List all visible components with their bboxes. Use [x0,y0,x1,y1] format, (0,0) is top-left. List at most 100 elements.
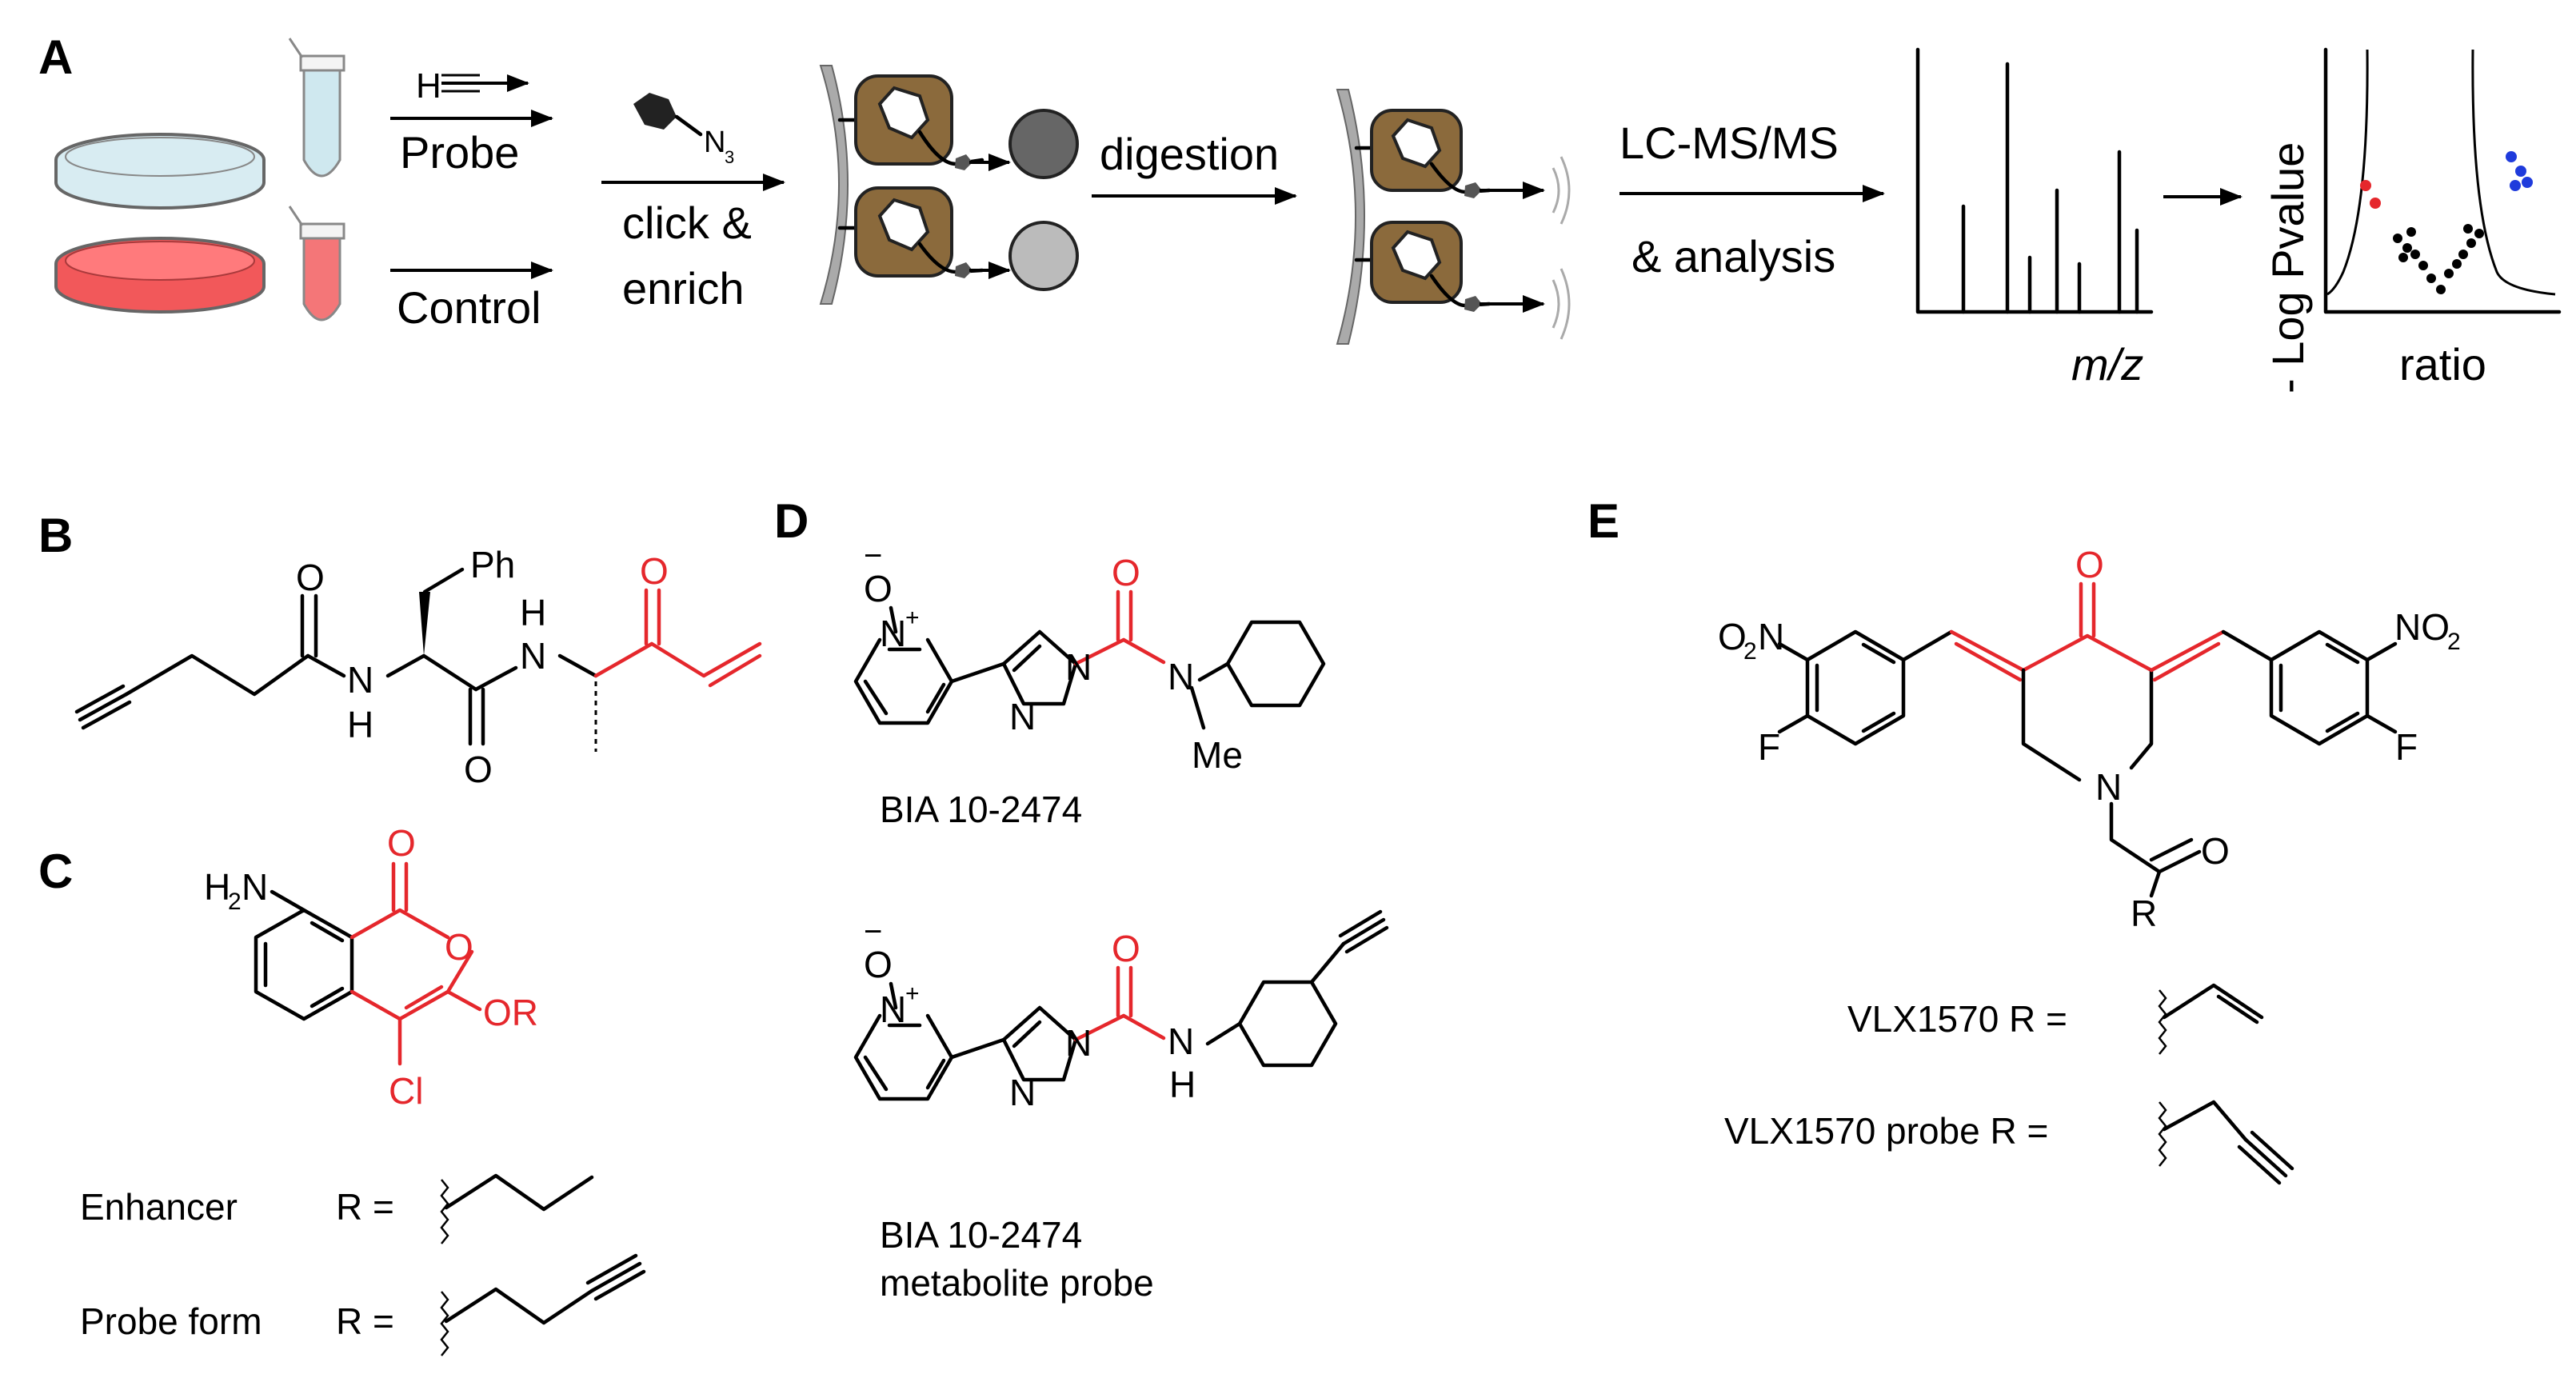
enhancer-r-group [440,1173,594,1244]
panel-label-d: D [774,494,809,548]
c-o-ring: O [445,926,473,968]
d1-o-carbonyl: O [1112,552,1140,593]
structure-d1-bonds [853,589,1326,730]
enriched-beads-group [819,65,1079,305]
panel-e: E [1588,494,2461,1185]
probe-reagent-h: H [416,66,441,106]
volcano-point-blue [2510,180,2521,191]
alkyne-icon [441,74,529,93]
d1-n-plus: N [880,613,906,654]
panel-label-e: E [1588,494,1619,548]
structure-d2-bonds [853,909,1389,1101]
c-cl-label: Cl [389,1070,423,1112]
e-o2n-o: O [1718,616,1747,657]
c-or-label: OR [483,992,538,1033]
enhancer-label: Enhancer [80,1186,238,1228]
ph-label: Ph [470,544,515,585]
volcano-point-blue [2515,166,2526,177]
volcano-point-blue [2506,151,2517,162]
digested-beads-group [1336,89,1571,345]
e-f1: F [1758,726,1780,768]
volcano-points-black [2393,224,2484,294]
e-o-amide: O [2201,830,2230,872]
azide-label: N [704,126,725,159]
volcano-xlabel: ratio [2399,339,2486,389]
c-o-top: O [387,822,416,864]
d1-o-minus: O [864,568,893,609]
e-no2-n: NO [2394,606,2450,648]
azide-reporter-icon [633,93,703,137]
b-nh2-h: H [520,592,546,633]
e-o-ketone: O [2075,544,2104,585]
vlx-label: VLX1570 R = [1847,998,2067,1040]
b-o3-label: O [640,550,669,592]
control-cell-dish [54,237,266,314]
volcano-ylabel: - Log Pvalue [2262,142,2313,393]
e-n-ring: N [2095,766,2122,808]
volcano-point-red [2360,180,2371,191]
panel-a: A H P [38,30,2562,393]
e-o2n-sub: 2 [1743,638,1757,665]
d-name1: BIA 10-2474 [880,789,1082,830]
c-h2n-n: N [242,866,268,908]
control-tube-icon [288,206,345,322]
d-name2-line1: BIA 10-2474 [880,1214,1082,1256]
d1-minus-sign: − [864,538,882,573]
control-label: Control [397,282,541,333]
d1-n-imid: N [1065,646,1092,688]
panel-label-a: A [38,30,73,84]
d1-me: Me [1192,734,1243,776]
mz-label: m/z [2071,339,2143,389]
b-o1-label: O [296,557,325,598]
d2-n-plus: N [880,989,906,1030]
mass-spectrum [1915,47,2154,314]
digestion-label: digestion [1100,129,1279,179]
vlx-probe-label: VLX1570 probe R = [1724,1110,2048,1152]
structure-e-bonds [1777,581,2398,898]
d2-minus-sign: − [864,914,882,949]
lcms-label-line1: LC-MS/MS [1619,118,1839,168]
azide-sub: 3 [725,147,734,167]
click-label-line1: click & [622,198,752,248]
d2-n-imid: N [1065,1022,1092,1064]
enhancer-r-eq: R = [336,1186,394,1228]
structure-c-bonds [254,861,482,1066]
d2-o-minus: O [864,944,893,985]
d1-plus-sign: + [905,605,920,631]
probe-tube-icon [288,38,345,178]
structure-b-bonds [74,567,762,752]
d2-o-carbonyl: O [1112,928,1140,969]
volcano-point-blue [2522,177,2533,188]
e-o2n-n: N [1758,616,1784,657]
d1-n-imid2: N [1009,696,1036,737]
c-h2n-h: H [204,866,230,908]
b-nh1-n: N [347,659,373,701]
click-label-line2: enrich [622,263,745,314]
d2-nh-n: N [1168,1021,1194,1062]
probe-form-r-eq: R = [336,1300,394,1342]
d2-nh-h: H [1169,1064,1196,1105]
c-h2n-sub: 2 [228,889,242,915]
volcano-plot [2323,47,2562,314]
e-f2: F [2395,726,2418,768]
e-no2-sub: 2 [2447,629,2461,655]
panel-b: B Ph O N H O [38,509,762,790]
panel-label-c: C [38,845,73,898]
panel-label-b: B [38,509,73,562]
b-nh1-h: H [347,704,373,745]
d-name2-line2: metabolite probe [880,1262,1154,1304]
probe-form-r-group [440,1253,646,1356]
probe-cell-dish [54,133,266,210]
e-r: R [2131,893,2157,934]
lcms-label-line2: & analysis [1631,231,1835,282]
panel-d: D O − N + N N O N Me BIA 10-2474 [774,494,1389,1304]
volcano-point-red [2370,198,2381,209]
probe-label: Probe [400,127,519,178]
b-o2-label: O [464,749,493,790]
b-nh2-n: N [520,635,546,677]
d2-plus-sign: + [905,981,920,1007]
panel-c: C H 2 N O O OR Cl Enhancer R = [38,822,646,1356]
vlx-r-group [2158,983,2264,1055]
probe-form-label: Probe form [80,1300,262,1342]
